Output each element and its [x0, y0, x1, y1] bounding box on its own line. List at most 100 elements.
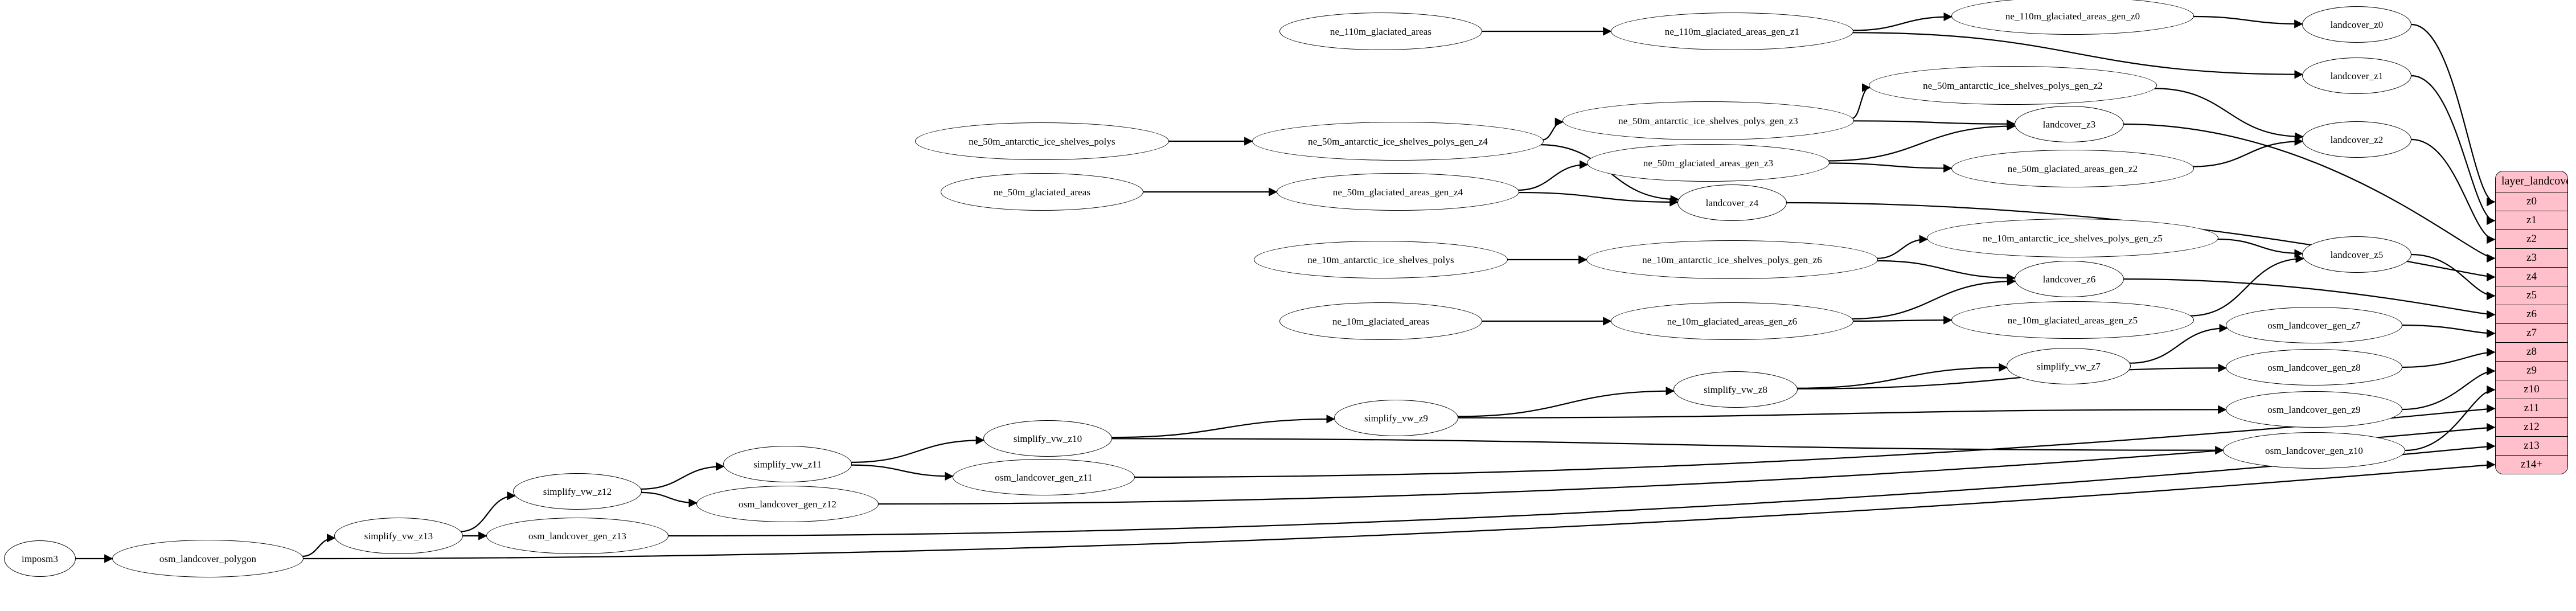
graph-node-ne_50m_glaciated_areas[interactable]: ne_50m_glaciated_areas — [941, 173, 1143, 211]
graph-node-osm_landcover_gen_z9[interactable]: osm_landcover_gen_z9 — [2226, 391, 2402, 428]
layer-table-row-z12: z12 — [2496, 418, 2567, 437]
graph-node-simplify_vw_z10[interactable]: simplify_vw_z10 — [983, 420, 1112, 457]
graph-node-label: ne_10m_antarctic_ice_shelves_polys — [1307, 254, 1454, 265]
layer-table-row-z0: z0 — [2496, 192, 2567, 211]
graph-node-ne_50m_antarctic_ice_shelves_polys_gen_z2[interactable]: ne_50m_antarctic_ice_shelves_polys_gen_z… — [1869, 66, 2157, 105]
graph-node-osm_landcover_gen_z13[interactable]: osm_landcover_gen_z13 — [486, 518, 668, 554]
graph-node-osm_landcover_gen_z7[interactable]: osm_landcover_gen_z7 — [2226, 307, 2402, 343]
layer-table-row-z14plus: z14+ — [2496, 456, 2567, 474]
graph-node-simplify_vw_z11[interactable]: simplify_vw_z11 — [723, 446, 852, 482]
graph-node-simplify_vw_z8[interactable]: simplify_vw_z8 — [1673, 371, 1798, 408]
graph-node-label: osm_landcover_gen_z12 — [738, 498, 837, 510]
layer-table-row-z11: z11 — [2496, 399, 2567, 418]
graph-node-label: osm_landcover_gen_z8 — [2267, 362, 2361, 373]
graph-node-label: landcover_z6 — [2042, 273, 2096, 285]
graph-edge — [878, 423, 2496, 505]
graph-edge — [1851, 83, 1871, 120]
graph-node-osm_landcover_polygon[interactable]: osm_landcover_polygon — [112, 540, 303, 577]
graph-node-osm_landcover_gen_z11[interactable]: osm_landcover_gen_z11 — [953, 459, 1135, 495]
graph-edge — [1827, 121, 2016, 162]
graph-node-label: simplify_vw_z12 — [543, 486, 612, 497]
graph-edge — [1852, 119, 2016, 129]
graph-node-label: simplify_vw_z9 — [1364, 412, 1428, 424]
graph-node-simplify_vw_z12[interactable]: simplify_vw_z12 — [513, 473, 642, 510]
graph-node-label: imposm3 — [22, 553, 58, 564]
graph-edge — [641, 491, 698, 507]
graph-edge — [640, 462, 725, 490]
graph-node-landcover_z3[interactable]: landcover_z3 — [2015, 106, 2124, 142]
graph-edge — [851, 464, 954, 481]
graph-node-osm_landcover_gen_z12[interactable]: osm_landcover_gen_z12 — [696, 486, 879, 522]
graph-node-landcover_z0[interactable]: landcover_z0 — [2302, 6, 2411, 43]
graph-edge — [2402, 324, 2496, 338]
graph-edge — [2411, 253, 2496, 301]
graph-node-label: simplify_vw_z8 — [1704, 384, 1767, 395]
graph-node-landcover_z2[interactable]: landcover_z2 — [2302, 121, 2411, 158]
graph-node-label: ne_50m_glaciated_areas_gen_z4 — [1332, 186, 1463, 198]
graph-edge — [1828, 162, 1952, 173]
graph-node-ne_50m_glaciated_areas_gen_z4[interactable]: ne_50m_glaciated_areas_gen_z4 — [1277, 173, 1519, 211]
graph-node-label: landcover_z5 — [2330, 249, 2384, 260]
graph-node-landcover_z5[interactable]: landcover_z5 — [2302, 236, 2411, 273]
graph-node-landcover_z1[interactable]: landcover_z1 — [2302, 58, 2411, 94]
graph-node-label: ne_50m_antarctic_ice_shelves_polys_gen_z… — [1618, 115, 1798, 126]
graph-node-ne_10m_glaciated_areas_gen_z6[interactable]: ne_10m_glaciated_areas_gen_z6 — [1611, 302, 1853, 340]
graph-edge — [1796, 363, 2008, 389]
graph-node-label: ne_50m_antarctic_ice_shelves_polys — [969, 136, 1115, 147]
graph-edge — [1796, 363, 2227, 389]
graph-node-ne_10m_antarctic_ice_shelves_polys_gen_z6[interactable]: ne_10m_antarctic_ice_shelves_polys_gen_z… — [1586, 240, 1878, 279]
graph-edge — [2402, 366, 2496, 411]
graph-node-ne_110m_glaciated_areas[interactable]: ne_110m_glaciated_areas — [1279, 13, 1482, 50]
graph-edge — [1457, 386, 1675, 417]
layer-table-row-z9: z9 — [2496, 362, 2567, 380]
graph-edge — [1852, 32, 2303, 79]
graph-node-osm_landcover_gen_z10[interactable]: osm_landcover_gen_z10 — [2223, 432, 2405, 469]
graph-edge — [1876, 260, 2016, 282]
graph-node-label: simplify_vw_z7 — [2037, 360, 2101, 372]
graph-edge — [303, 460, 2496, 560]
graph-node-simplify_vw_z9[interactable]: simplify_vw_z9 — [1334, 400, 1458, 436]
layer-table-row-z3: z3 — [2496, 249, 2567, 268]
graph-node-label: ne_10m_glaciated_areas — [1332, 315, 1430, 327]
graph-node-ne_10m_antarctic_ice_shelves_polys[interactable]: ne_10m_antarctic_ice_shelves_polys — [1254, 241, 1508, 278]
graph-node-ne_10m_glaciated_areas[interactable]: ne_10m_glaciated_areas — [1279, 302, 1482, 340]
graph-node-label: osm_landcover_gen_z9 — [2267, 404, 2361, 415]
graph-node-ne_50m_antarctic_ice_shelves_polys_gen_z3[interactable]: ne_50m_antarctic_ice_shelves_polys_gen_z… — [1562, 101, 1854, 140]
graph-edge — [1111, 438, 2224, 455]
graph-edge — [2153, 88, 2304, 141]
graph-node-imposm3[interactable]: imposm3 — [4, 540, 76, 577]
layer-table-header: layer_landcover — [2496, 171, 2567, 192]
graph-edge — [1876, 235, 1929, 259]
graph-edge — [2192, 137, 2304, 167]
graph-node-ne_10m_glaciated_areas_gen_z5[interactable]: ne_10m_glaciated_areas_gen_z5 — [1951, 301, 2194, 339]
graph-node-label: ne_50m_glaciated_areas — [993, 186, 1091, 198]
graph-node-label: ne_110m_glaciated_areas_gen_z0 — [2005, 10, 2140, 22]
layer-table-row-z4: z4 — [2496, 268, 2567, 286]
graph-node-simplify_vw_z7[interactable]: simplify_vw_z7 — [2007, 348, 2131, 384]
graph-edge — [2192, 15, 2303, 28]
graph-node-label: ne_10m_antarctic_ice_shelves_polys_gen_z… — [1983, 232, 2163, 244]
graph-node-landcover_z6[interactable]: landcover_z6 — [2015, 261, 2124, 297]
graph-node-landcover_z4[interactable]: landcover_z4 — [1677, 184, 1787, 221]
graph-node-ne_110m_glaciated_areas_gen_z1[interactable]: ne_110m_glaciated_areas_gen_z1 — [1611, 13, 1853, 50]
graph-edge — [668, 441, 2496, 537]
graph-edge — [1851, 277, 2016, 320]
graph-node-label: landcover_z2 — [2330, 134, 2384, 145]
graph-node-ne_50m_antarctic_ice_shelves_polys_gen_z4[interactable]: ne_50m_antarctic_ice_shelves_polys_gen_z… — [1252, 122, 1544, 161]
graph-edge — [1541, 117, 1564, 141]
graph-node-ne_50m_antarctic_ice_shelves_polys[interactable]: ne_50m_antarctic_ice_shelves_polys — [915, 122, 1169, 160]
graph-node-ne_50m_glaciated_areas_gen_z3[interactable]: ne_50m_glaciated_areas_gen_z3 — [1587, 144, 1830, 182]
graph-node-label: osm_landcover_gen_z11 — [995, 471, 1093, 483]
graph-node-label: landcover_z3 — [2042, 118, 2096, 130]
graph-node-ne_10m_antarctic_ice_shelves_polys_gen_z5[interactable]: ne_10m_antarctic_ice_shelves_polys_gen_z… — [1927, 219, 2218, 257]
graph-node-simplify_vw_z13[interactable]: simplify_vw_z13 — [334, 518, 463, 554]
graph-edge — [2411, 23, 2496, 207]
layer-table-row-z7: z7 — [2496, 324, 2567, 343]
graph-edge — [1852, 12, 1952, 31]
graph-node-osm_landcover_gen_z8[interactable]: osm_landcover_gen_z8 — [2226, 349, 2402, 386]
layer-table-row-z8: z8 — [2496, 343, 2567, 362]
graph-node-ne_50m_glaciated_areas_gen_z2[interactable]: ne_50m_glaciated_areas_gen_z2 — [1951, 150, 2194, 187]
